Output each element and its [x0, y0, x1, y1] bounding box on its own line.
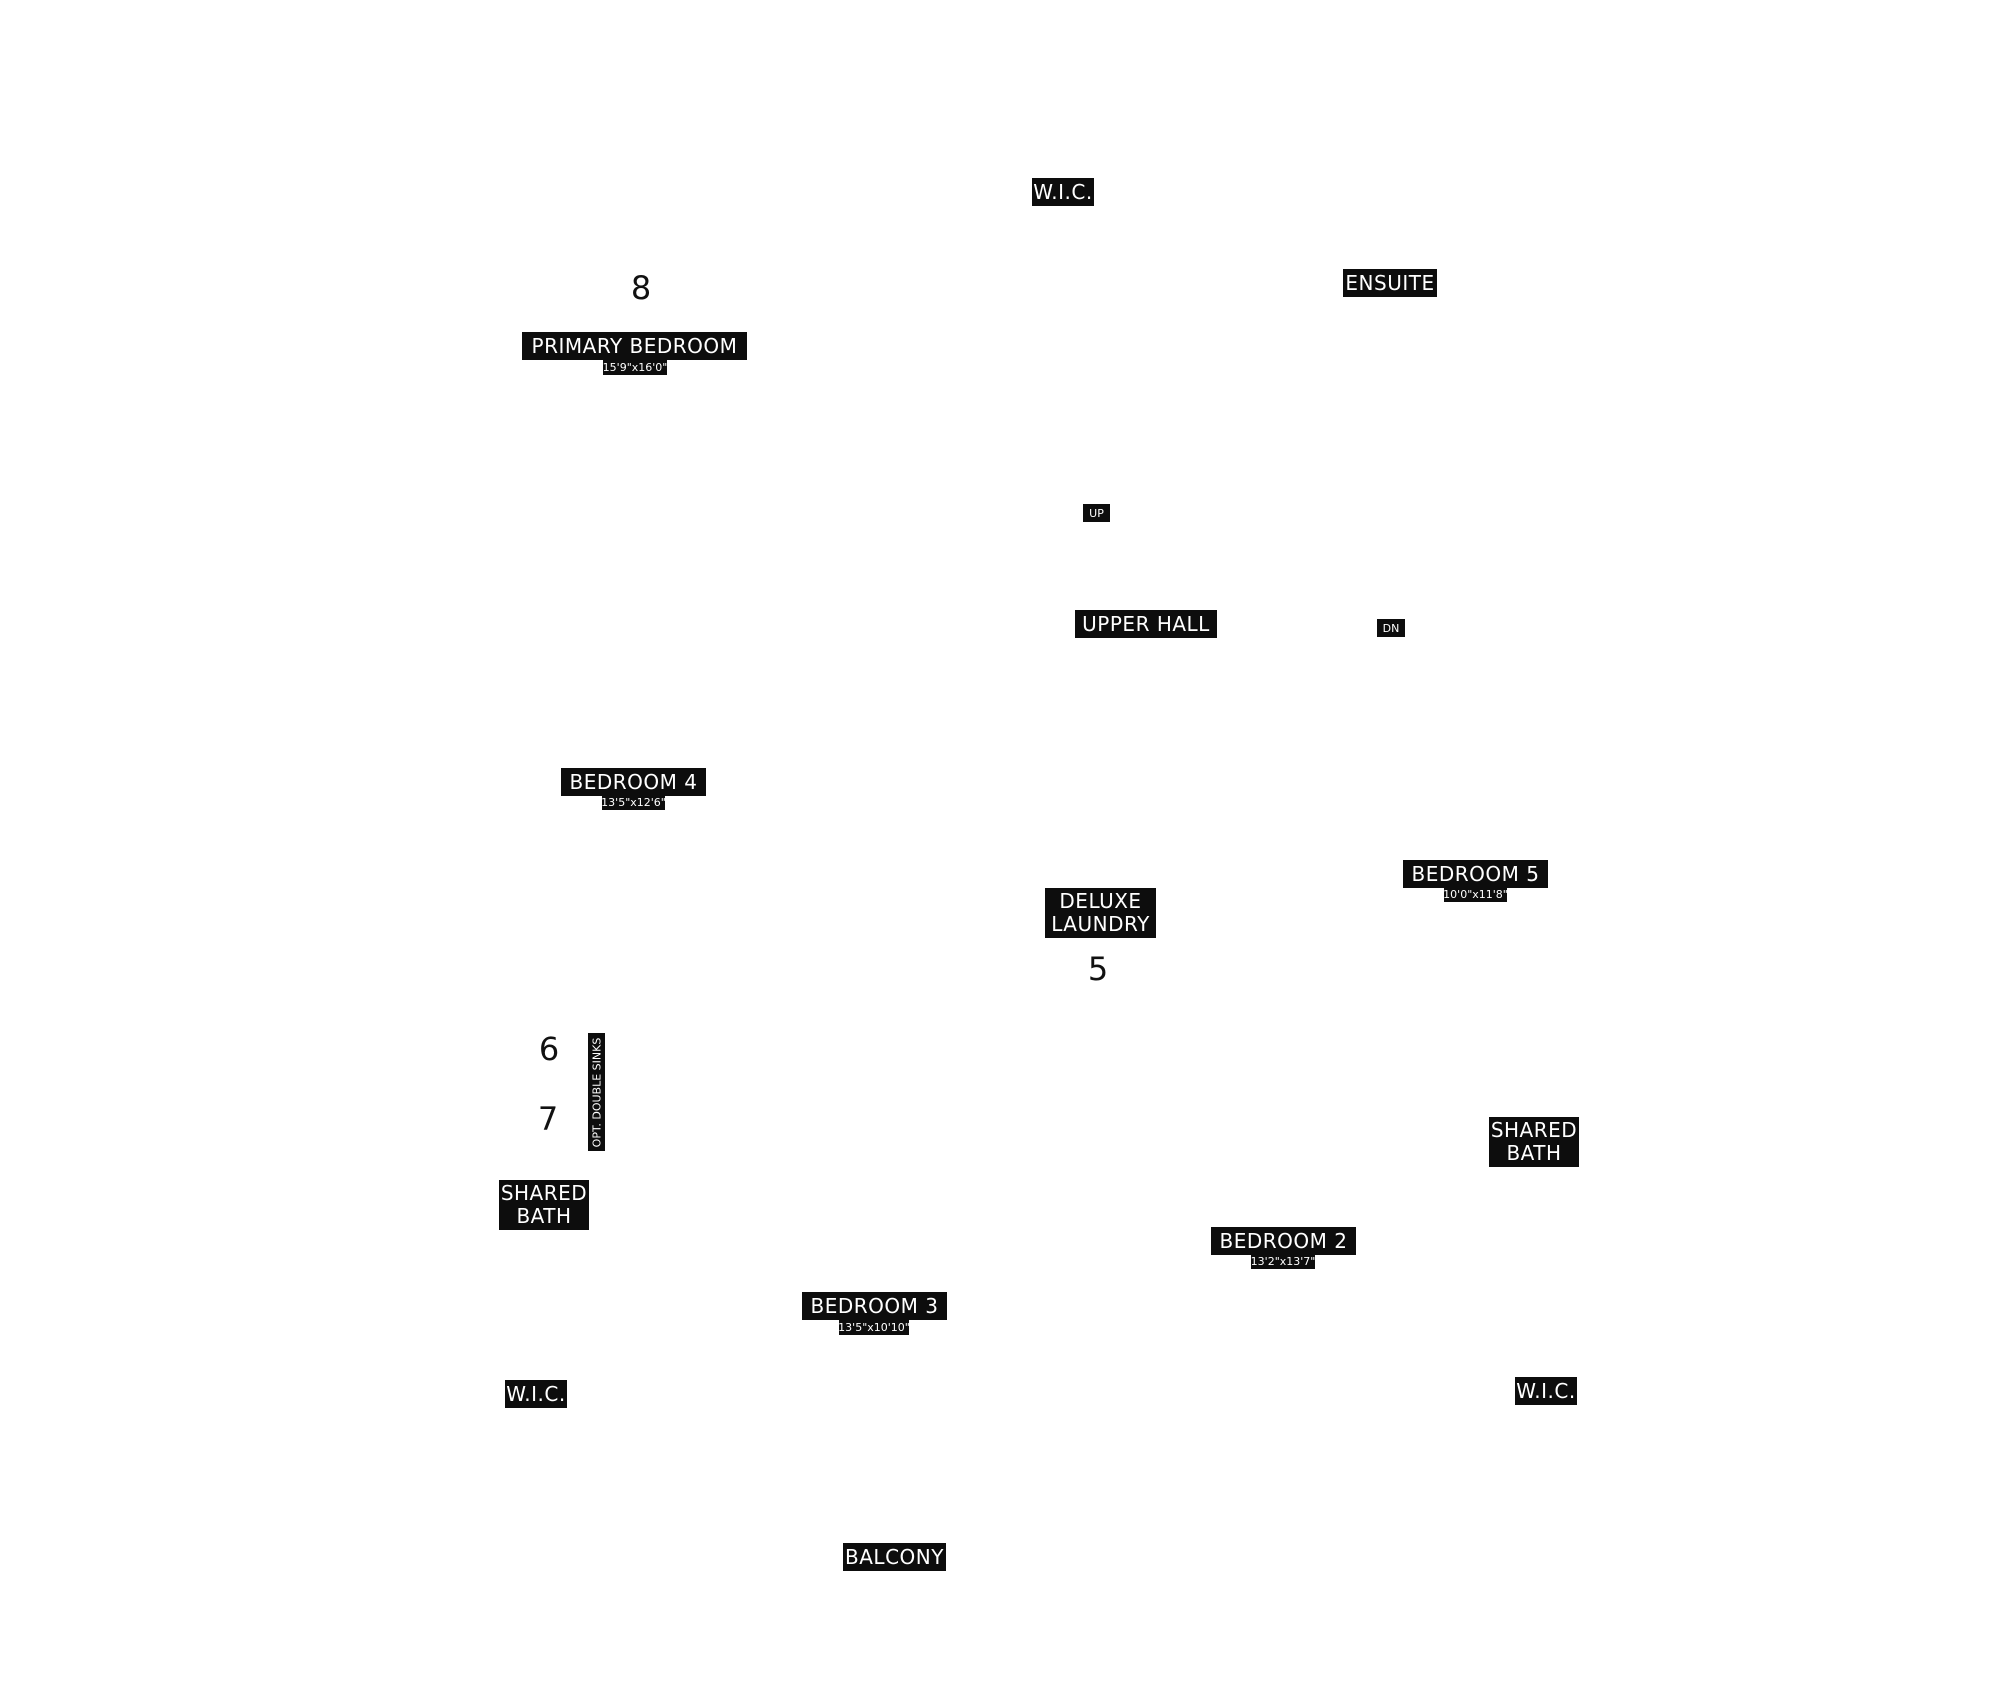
marker-8: 8	[630, 269, 652, 307]
room-label-shared-bath-right-line1: SHARED	[1490, 1118, 1578, 1142]
room-label-shared-bath-left-line2: BATH	[516, 1204, 572, 1228]
room-size-bedroom-5: 10'0"x11'8"	[1443, 886, 1508, 902]
room-size-bedroom-3: 13'5"x10'10"	[838, 1319, 910, 1335]
marker-7: 7	[537, 1100, 559, 1138]
stairs-up-label: UP	[1083, 504, 1110, 522]
room-label-wic-right: W.I.C.	[1515, 1377, 1577, 1405]
room-label-bedroom-4: BEDROOM 4	[561, 768, 706, 796]
room-label-bedroom-2: BEDROOM 2	[1211, 1227, 1356, 1255]
room-label-ensuite: ENSUITE	[1343, 269, 1437, 297]
room-label-deluxe-laundry-line1: DELUXE	[1059, 889, 1142, 913]
room-label-primary-bedroom: PRIMARY BEDROOM	[522, 332, 747, 360]
room-label-deluxe-laundry: DELUXE LAUNDRY	[1045, 888, 1156, 938]
marker-5: 5	[1087, 950, 1109, 988]
room-label-wic-top: W.I.C.	[1032, 178, 1094, 206]
room-label-shared-bath-right-line2: BATH	[1506, 1141, 1562, 1165]
opt-double-sinks-text: OPT. DOUBLE SINKS	[590, 1037, 603, 1147]
room-size-bedroom-4: 13'5"x12'6"	[601, 794, 666, 810]
room-label-wic-left: W.I.C.	[505, 1380, 567, 1408]
opt-double-sinks-label: OPT. DOUBLE SINKS	[588, 1033, 605, 1151]
stairs-down-label: DN	[1377, 619, 1405, 637]
room-label-bedroom-3: BEDROOM 3	[802, 1292, 947, 1320]
room-label-deluxe-laundry-line2: LAUNDRY	[1051, 912, 1150, 936]
room-label-shared-bath-right: SHARED BATH	[1489, 1117, 1579, 1167]
room-label-balcony: BALCONY	[843, 1543, 946, 1571]
room-size-primary-bedroom: 15'9"x16'0"	[602, 359, 668, 375]
room-label-bedroom-5: BEDROOM 5	[1403, 860, 1548, 888]
room-label-upper-hall: UPPER HALL	[1075, 610, 1217, 638]
room-size-bedroom-2: 13'2"x13'7"	[1250, 1253, 1316, 1269]
marker-6: 6	[538, 1030, 560, 1068]
room-label-shared-bath-left-line1: SHARED	[500, 1181, 588, 1205]
room-label-shared-bath-left: SHARED BATH	[499, 1180, 589, 1230]
